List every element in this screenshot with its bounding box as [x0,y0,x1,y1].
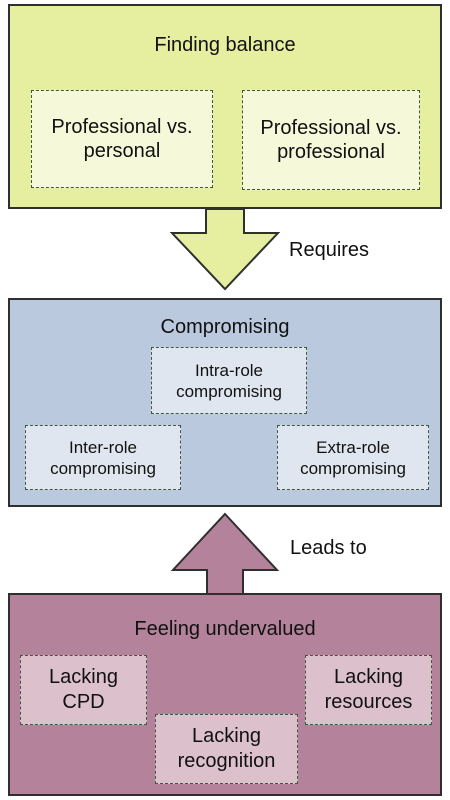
lacking-resources-box: Lacking resources [305,655,432,725]
lacking-recognition-box: Lacking recognition [155,714,298,784]
requires-label: Requires [289,239,370,261]
professional-vs-personal-box: Professional vs. personal [31,90,213,188]
feeling-undervalued-box: Feeling undervalued Lacking CPD Lacking … [8,593,442,796]
professional-vs-professional-box: Professional vs. professional [242,90,420,190]
intra-role-compromising-box: Intra-role compromising [151,347,307,414]
leads-to-label: Leads to [290,537,367,559]
lacking-cpd-box: Lacking CPD [20,655,147,725]
compromising-title: Compromising [160,316,290,338]
compromising-box: Compromising Intra-role compromising Int… [8,298,442,507]
finding-balance-title: Finding balance [154,34,296,56]
feeling-undervalued-title: Feeling undervalued [134,618,316,640]
extra-role-compromising-box: Extra-role compromising [277,425,429,490]
finding-balance-box: Finding balance Professional vs. persona… [8,4,442,209]
inter-role-compromising-box: Inter-role compromising [25,425,181,490]
